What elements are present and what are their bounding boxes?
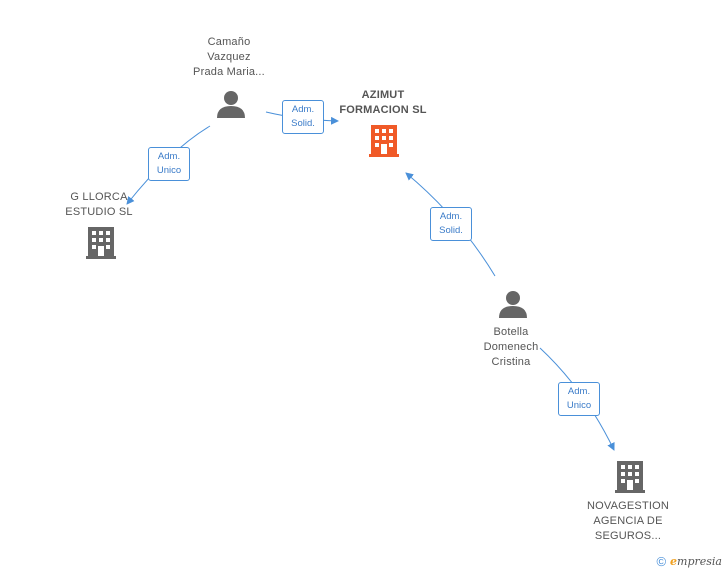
building-icon[interactable] — [369, 125, 399, 157]
company-name-llorca[interactable]: G LLORCA ESTUDIO SL — [65, 191, 133, 218]
building-icon[interactable] — [615, 461, 645, 493]
company-name-azimut[interactable]: AZIMUT FORMACION SL — [339, 89, 427, 116]
person-icon[interactable] — [499, 291, 527, 318]
copyright-icon: © — [656, 554, 667, 569]
person-icon[interactable] — [217, 91, 245, 118]
relation-badge-adm-unico: Adm. Unico — [148, 147, 190, 181]
building-icon[interactable] — [86, 227, 116, 259]
relation-badge-adm-solid: Adm. Solid. — [282, 100, 324, 134]
person-name-botella[interactable]: Botella Domenech Cristina — [483, 326, 539, 368]
relation-badge-adm-unico: Adm. Unico — [558, 382, 600, 416]
brand-logo: empresia — [670, 555, 722, 568]
company-name-novagestion[interactable]: NOVAGESTION AGENCIA DE SEGUROS... — [586, 500, 670, 542]
relation-badge-adm-solid: Adm. Solid. — [430, 207, 472, 241]
person-name-camano[interactable]: Camaño Vazquez Prada Maria... — [193, 36, 265, 78]
brand-watermark: © empresia — [656, 554, 722, 569]
